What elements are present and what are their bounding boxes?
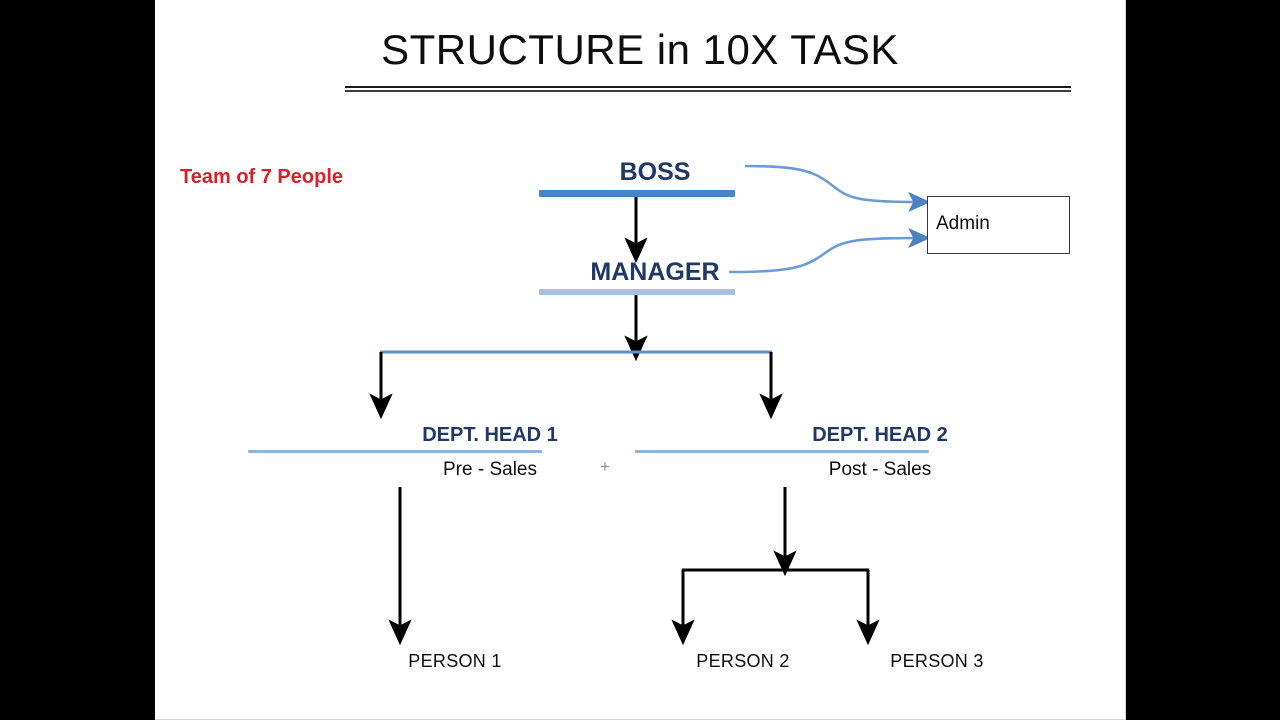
node-dept-head-2-underline — [635, 450, 929, 453]
node-person-3-label: PERSON 3 — [890, 651, 984, 671]
node-dept-head-1-underline — [248, 450, 542, 453]
node-boss-underline — [539, 190, 735, 197]
letterbox-left — [0, 0, 155, 720]
node-admin-box: Admin — [927, 196, 1070, 254]
org-chart-connectors — [369, 164, 931, 646]
node-manager-underline — [539, 289, 735, 295]
node-admin-label: Admin — [936, 213, 990, 234]
node-person-2-label: PERSON 2 — [696, 651, 790, 671]
node-dept-head-2-sublabel: Post - Sales — [828, 459, 932, 480]
node-boss-label: BOSS — [619, 158, 691, 186]
node-dept-head-1-sublabel: Pre - Sales — [443, 459, 537, 480]
node-manager-label: MANAGER — [590, 258, 720, 286]
node-dept-head-2-label: DEPT. HEAD 2 — [812, 424, 948, 446]
team-size-note: Team of 7 People — [180, 166, 344, 188]
slide-canvas: STRUCTURE in 10X TASK Team of 7 People — [155, 0, 1126, 720]
plus-icon: + — [600, 457, 610, 476]
connector-manager-to-admin — [728, 227, 931, 274]
title-underline-rule — [345, 86, 1071, 92]
connector-boss-to-admin — [744, 164, 931, 213]
node-dept-head-1-label: DEPT. HEAD 1 — [422, 424, 558, 446]
page-title: STRUCTURE in 10X TASK — [381, 26, 899, 73]
node-person-1-label: PERSON 1 — [408, 651, 502, 671]
letterbox-right — [1126, 0, 1280, 720]
